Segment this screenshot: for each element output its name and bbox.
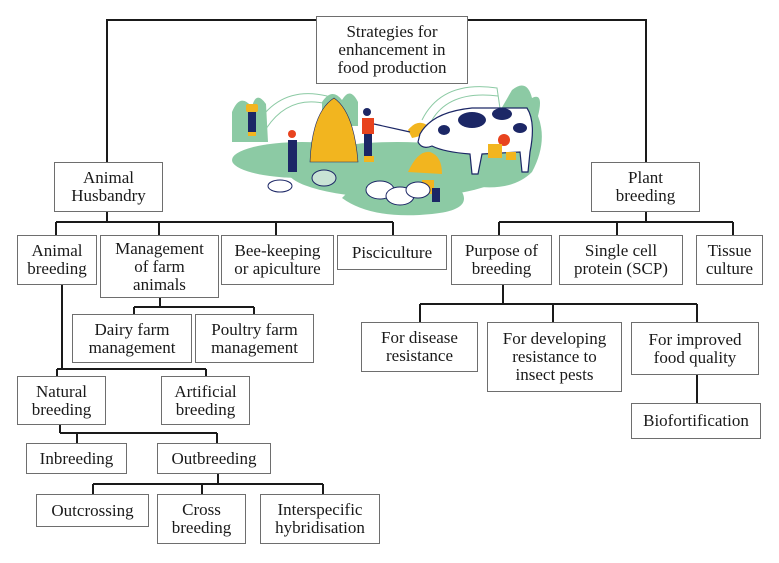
- node-animal-breeding: Animal breeding: [17, 235, 97, 285]
- sheep-icon: [365, 180, 431, 206]
- edge-root-husbandry: [106, 19, 316, 162]
- node-outcrossing: Outcrossing: [36, 494, 149, 527]
- goose-icon: [267, 169, 337, 193]
- edge-root-plant: [468, 19, 647, 162]
- node-animal-husbandry: Animal Husbandry: [54, 162, 163, 212]
- node-interspecific-hybridisation: Interspecific hybridisation: [260, 494, 380, 544]
- node-cross-breeding: Cross breeding: [157, 494, 246, 544]
- haystack-icon: [309, 97, 359, 163]
- farm-activities-illustration: [232, 85, 542, 216]
- node-management-farm-animals: Management of farm animals: [100, 235, 219, 298]
- node-purpose-of-breeding: Purpose of breeding: [451, 235, 552, 285]
- node-improved-food-quality: For improved food quality: [631, 322, 759, 375]
- node-dairy-farm: Dairy farm management: [72, 314, 192, 363]
- root-node: Strategies for enhancement in food produ…: [316, 16, 468, 84]
- node-bee-keeping: Bee-keeping or apiculture: [221, 235, 334, 285]
- node-insect-pest-resistance: For developing resistance to insect pest…: [487, 322, 622, 392]
- node-poultry-farm: Poultry farm management: [195, 314, 314, 363]
- node-outbreeding: Outbreeding: [157, 443, 271, 474]
- node-artificial-breeding: Artificial breeding: [161, 376, 250, 425]
- node-natural-breeding: Natural breeding: [17, 376, 106, 425]
- node-disease-resistance: For disease resistance: [361, 322, 478, 372]
- node-single-cell-protein: Single cell protein (SCP): [559, 235, 683, 285]
- node-plant-breeding: Plant breeding: [591, 162, 700, 212]
- greenhouse-icon: [251, 86, 503, 137]
- node-inbreeding: Inbreeding: [26, 443, 127, 474]
- node-pisciculture: Pisciculture: [337, 235, 447, 270]
- node-biofortification: Biofortification: [631, 403, 761, 439]
- node-tissue-culture: Tissue culture: [696, 235, 763, 285]
